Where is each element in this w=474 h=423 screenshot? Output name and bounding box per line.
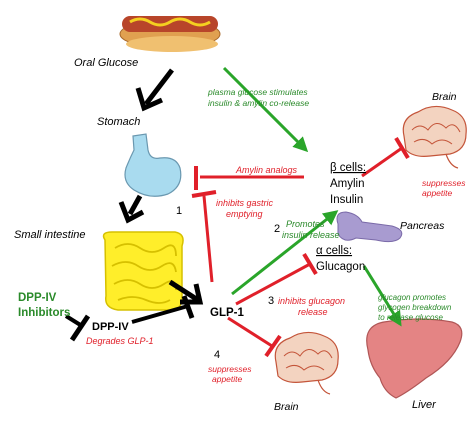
- beta-cells-label: β cells:: [330, 162, 366, 174]
- glucagon-promotes-label-3: to release glucose: [378, 313, 443, 322]
- suppresses-appetite-bottom-label-2: appetite: [212, 374, 243, 384]
- glucagon-promotes-label-2: glycogen breakdown: [378, 303, 452, 312]
- insulin-label: Insulin: [330, 194, 363, 206]
- stimulate-arrow-glucose-to-beta: [222, 66, 309, 153]
- step-number-2: 2: [274, 223, 280, 235]
- pancreas-label: Pancreas: [400, 220, 445, 232]
- degrades-glp1-label: Degrades GLP-1: [86, 336, 154, 346]
- stimulate-arrow-glucagon-to-liver: [362, 265, 402, 327]
- inhibit-amylin-to-brain: [361, 136, 410, 178]
- pancreas-icon: [336, 211, 403, 243]
- stomach-label: Stomach: [97, 116, 140, 128]
- brain-icon: [274, 331, 339, 395]
- brain-top-label: Brain: [432, 91, 457, 103]
- suppresses-appetite-top-label-1: suppresses: [422, 178, 466, 188]
- dpp-inhibitors-label-1: DPP-IV: [18, 292, 57, 304]
- dppiv-label: DPP-IV: [92, 321, 129, 333]
- suppresses-appetite-top-label-2: appetite: [422, 188, 453, 198]
- promotes-insulin-label-1: Promotes: [286, 219, 325, 229]
- oral-glucose-label: Oral Glucose: [74, 57, 138, 69]
- promotes-insulin-label-2: insulin release: [282, 230, 340, 240]
- inhibit-glp1-to-brain: [227, 316, 282, 358]
- step-number-1: 1: [176, 205, 182, 217]
- inhibit-dppiv-to-glp1: [131, 295, 195, 324]
- flow-arrow-glucose-to-stomach: [135, 68, 174, 112]
- hotdog-icon: [119, 16, 221, 52]
- inhibit-dpp-inhibitors-to-dppiv: [64, 314, 91, 342]
- alpha-cells-label: α cells:: [316, 245, 352, 257]
- inhibit-glp1-to-glucagon: [235, 252, 318, 306]
- amylin-analogs-label: Amylin analogs: [235, 165, 298, 175]
- amylin-label: Amylin: [330, 178, 365, 190]
- glucagon-label: Glucagon: [316, 261, 365, 273]
- plasma-glucose-label-2: insulin & amylin co-release: [208, 98, 309, 108]
- step-number-3: 3: [268, 295, 274, 307]
- small-intestine-icon: [102, 231, 184, 312]
- inhibits-gastric-label-2: emptying: [226, 209, 263, 219]
- brain-icon: [402, 105, 467, 169]
- plasma-glucose-label-1: plasma glucose stimulates: [207, 87, 308, 97]
- brain-bottom-label: Brain: [274, 401, 299, 413]
- small-intestine-label: Small intestine: [14, 229, 86, 241]
- dpp-inhibitors-label-2: Inhibitors: [18, 307, 70, 319]
- inhibits-gastric-label-1: inhibits gastric: [216, 198, 274, 208]
- inhibit-amylin-to-stomach: [194, 166, 304, 190]
- inhibits-glucagon-label-2: release: [298, 307, 328, 317]
- flow-arrow-stomach-to-intestine: [118, 194, 145, 224]
- stimulate-arrow-glp1-to-beta: [231, 210, 339, 296]
- inhibit-glp1-to-stomach: [191, 190, 217, 283]
- inhibits-glucagon-label-1: inhibits glucagon: [278, 296, 345, 306]
- glucagon-promotes-label-1: glucagon promotes: [378, 293, 446, 302]
- liver-label: Liver: [412, 399, 437, 411]
- step-number-4: 4: [214, 349, 220, 361]
- glp1-label: GLP-1: [210, 307, 244, 319]
- stomach-icon: [124, 133, 182, 197]
- liver-icon: [366, 318, 463, 399]
- suppresses-appetite-bottom-label-1: suppresses: [208, 364, 252, 374]
